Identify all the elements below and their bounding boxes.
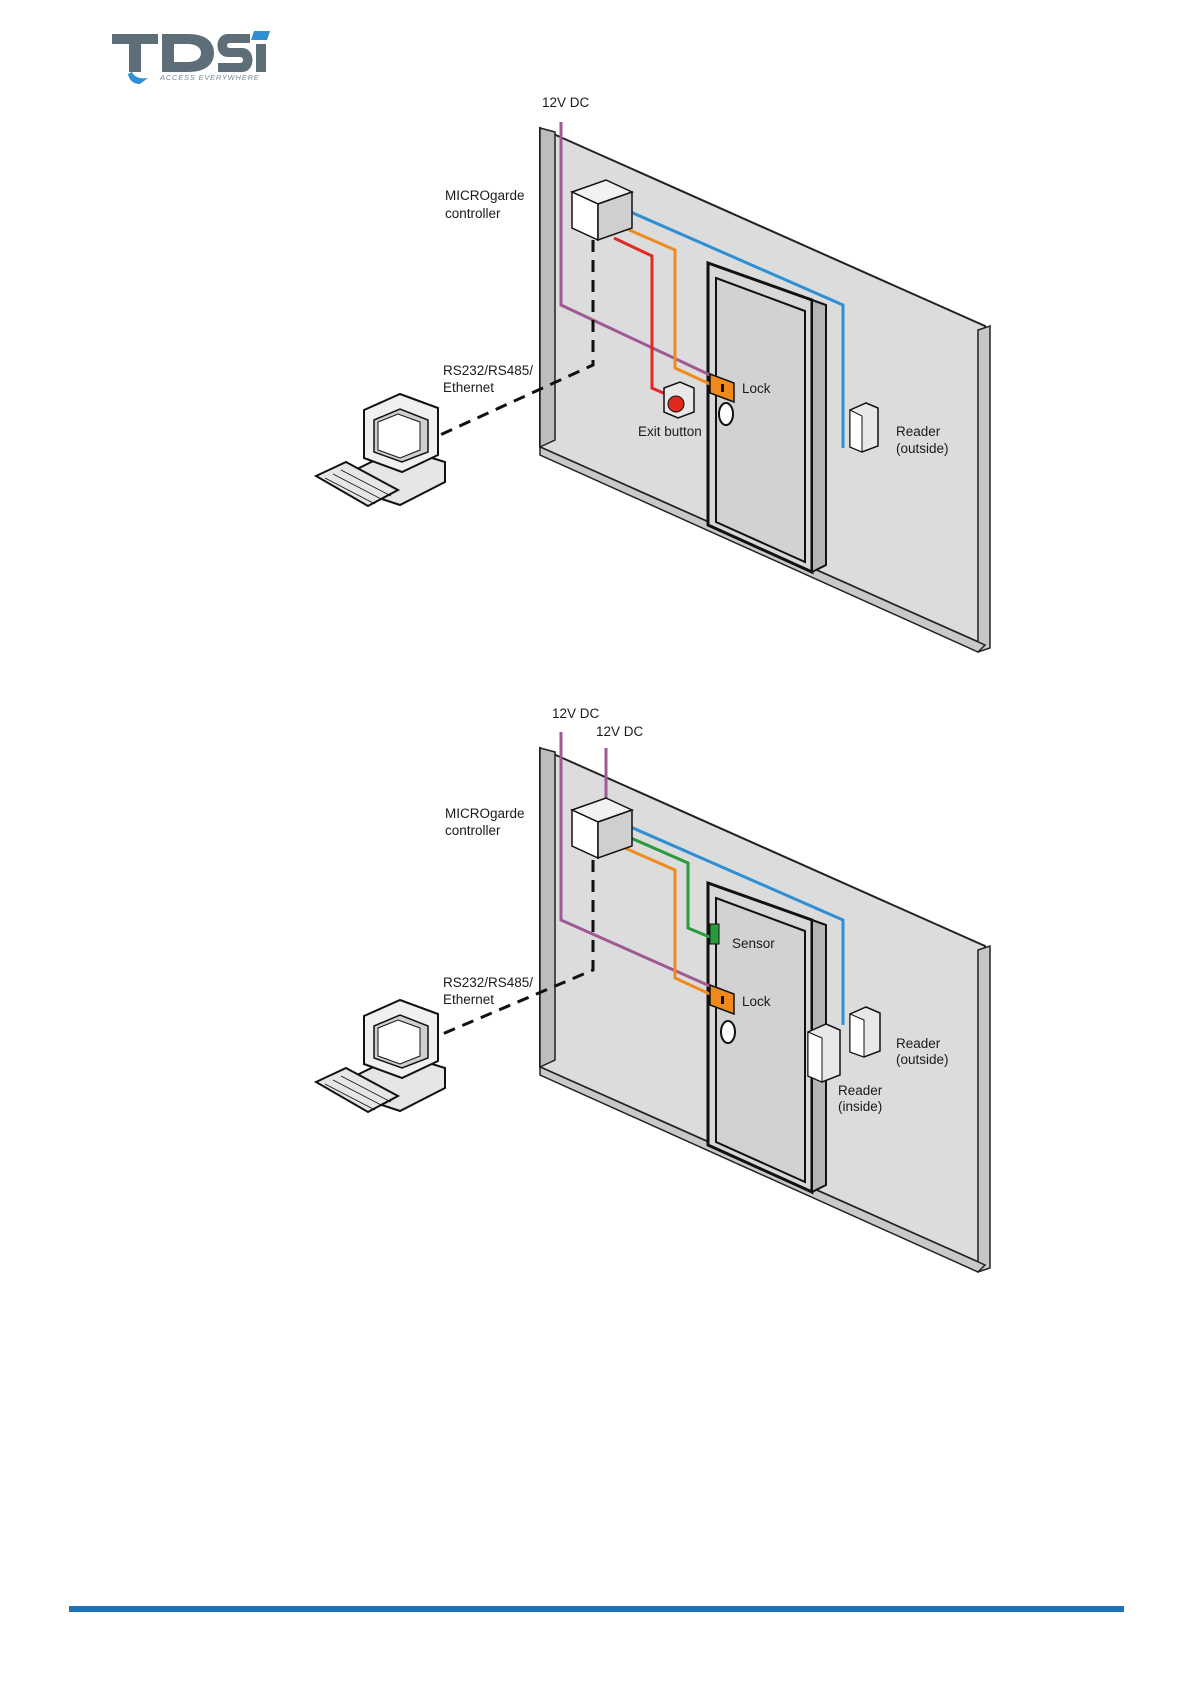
controller-label-2: controller xyxy=(445,206,501,221)
exit-button-device xyxy=(664,382,694,418)
reader-outside-label-2: (outside) xyxy=(896,1052,949,1067)
computer-icon xyxy=(316,394,445,506)
wiring-diagram-sensor: 12V DC 12V DC MICROgarde controller RS23… xyxy=(0,620,1191,1300)
lock-label: Lock xyxy=(742,381,771,396)
reader-inside-label: Reader xyxy=(838,1083,883,1098)
controller-label-2: controller xyxy=(445,823,501,838)
controller-label: MICROgarde xyxy=(445,188,525,203)
lock-label: Lock xyxy=(742,994,771,1009)
exit-button-label: Exit button xyxy=(638,424,702,439)
reader-outside-label: Reader xyxy=(896,424,941,439)
footer-divider xyxy=(69,1606,1124,1612)
reader-outside-label: Reader xyxy=(896,1036,941,1051)
power-label-1: 12V DC xyxy=(552,706,600,721)
reader-outside-device xyxy=(850,403,878,452)
wiring-diagram-exit-button: 12V DC MICROgarde controller RS232/RS485… xyxy=(0,0,1191,660)
sensor-label: Sensor xyxy=(732,936,775,951)
door xyxy=(708,263,826,572)
reader-inside-label-2: (inside) xyxy=(838,1099,882,1114)
comms-label: RS232/RS485/ xyxy=(443,975,533,990)
computer-icon xyxy=(316,1000,445,1112)
power-label: 12V DC xyxy=(542,95,590,110)
comms-label-2: Ethernet xyxy=(443,380,494,395)
reader-inside-device xyxy=(808,1024,840,1082)
power-label-2: 12V DC xyxy=(596,724,644,739)
reader-outside-device xyxy=(850,1007,880,1057)
reader-outside-label-2: (outside) xyxy=(896,441,949,456)
controller-box xyxy=(572,798,632,858)
sensor-device xyxy=(710,924,719,944)
controller-box xyxy=(572,180,632,240)
comms-label: RS232/RS485/ xyxy=(443,363,533,378)
comms-label-2: Ethernet xyxy=(443,992,494,1007)
controller-label: MICROgarde xyxy=(445,806,525,821)
